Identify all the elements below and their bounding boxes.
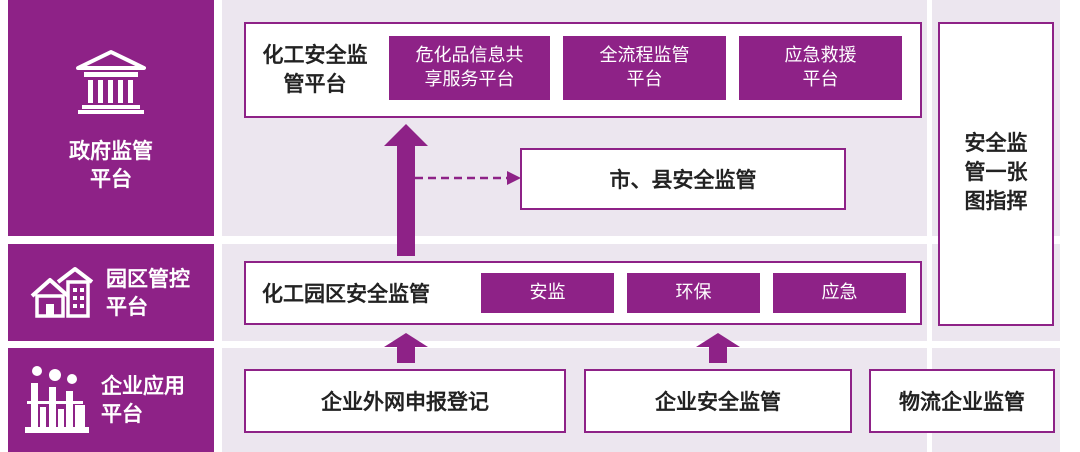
enterprise-safety-box: 企业安全监管	[584, 369, 852, 433]
park-platform-label: 园区管控平台	[8, 244, 214, 341]
separator	[927, 0, 932, 452]
enterprise-platform-title: 企业应用平台	[101, 374, 185, 426]
city-county-supervision-box: 市、县安全监管	[520, 148, 846, 210]
government-building-icon	[76, 50, 146, 114]
dashed-arrow-icon	[415, 171, 521, 185]
up-arrow-icon	[384, 124, 428, 256]
safety-supervision-box: 安监	[481, 273, 614, 313]
government-platform-label: 政府监管平台	[8, 0, 214, 236]
park-supervision-title: 化工园区安全监管	[262, 282, 430, 306]
houses-icon	[30, 266, 94, 318]
enterprise-platform-label: 企业应用平台	[8, 348, 214, 452]
emergency-rescue-box: 应急救援平台	[739, 36, 902, 100]
up-arrow-icon	[696, 333, 740, 363]
park-platform-title: 园区管控平台	[106, 266, 190, 319]
enterprise-registration-box: 企业外网申报登记	[244, 369, 566, 433]
up-arrow-icon	[384, 333, 428, 363]
logistics-enterprise-box: 物流企业监管	[869, 369, 1055, 433]
separator	[1060, 0, 1080, 452]
government-platform-title: 政府监管平台	[69, 139, 153, 191]
emergency-box: 应急	[773, 273, 906, 313]
command-map-label: 安全监管一张图指挥	[964, 130, 1028, 213]
full-process-supervision-box: 全流程监管平台	[563, 36, 726, 100]
factory-icon	[25, 366, 89, 433]
chemical-safety-platform-title: 化工安全监管平台	[262, 43, 368, 96]
command-map-box	[938, 22, 1054, 326]
environmental-box: 环保	[627, 273, 760, 313]
hazardous-info-sharing-box: 危化品信息共享服务平台	[389, 36, 550, 100]
